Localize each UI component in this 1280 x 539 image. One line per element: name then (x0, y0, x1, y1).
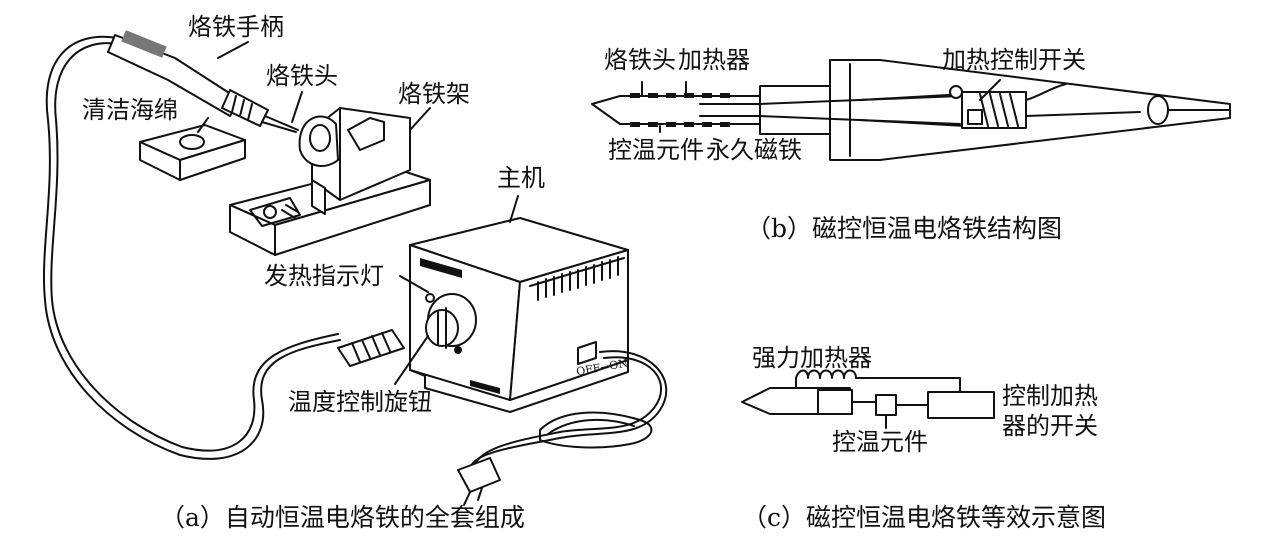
iron-stand (229, 107, 431, 256)
soldering-iron-handle (107, 30, 299, 133)
leader-knob (394, 335, 429, 385)
caption-a: （a）自动恒温电烙铁的全套组成 (160, 503, 525, 532)
label-knob: 温度控制旋钮 (288, 388, 432, 416)
label-sponge: 清洁海绵 (82, 96, 178, 124)
connector-and-power-cord (337, 329, 668, 506)
leader-stand (409, 107, 431, 131)
magnetic-iron-cross-section (591, 59, 1231, 161)
label-c-switch-line1: 控制加热 (1002, 382, 1098, 410)
leader-indicator (399, 275, 429, 293)
handle-cable-inner (50, 42, 339, 452)
leader-handle (217, 41, 249, 59)
label-handle: 烙铁手柄 (188, 13, 284, 41)
equivalent-schematic (741, 369, 995, 429)
label-b-temp-element: 控温元件 (608, 136, 704, 164)
handle-cable (42, 35, 341, 460)
label-tip: 烙铁头 (266, 62, 338, 90)
label-c-temp-element: 控温元件 (832, 428, 928, 456)
leader-tip (291, 91, 303, 123)
label-b-tip: 烙铁头 (604, 46, 676, 74)
label-c-strong-heater: 强力加热器 (752, 344, 872, 372)
soldering-station-illustration (42, 30, 668, 506)
label-indicator: 发热指示灯 (264, 262, 384, 290)
cleaning-sponge (139, 124, 246, 181)
heater-coil (795, 369, 857, 379)
caption-b: （b）磁控恒温电烙铁结构图 (746, 214, 1063, 243)
leader-sponge (197, 117, 209, 133)
caption-c: （c）磁控恒温电烙铁等效示意图 (742, 503, 1107, 532)
label-main-unit: 主机 (497, 164, 545, 192)
label-b-heat-switch: 加热控制开关 (942, 46, 1086, 74)
main-unit (409, 217, 629, 413)
leader-b-switch (979, 79, 1001, 101)
label-stand: 烙铁架 (398, 80, 470, 108)
label-c-switch-line2: 器的开关 (1002, 412, 1098, 440)
leader-main-unit (509, 195, 519, 223)
label-b-heater: 加热器 (678, 46, 750, 74)
label-b-magnet: 永久磁铁 (706, 136, 802, 164)
